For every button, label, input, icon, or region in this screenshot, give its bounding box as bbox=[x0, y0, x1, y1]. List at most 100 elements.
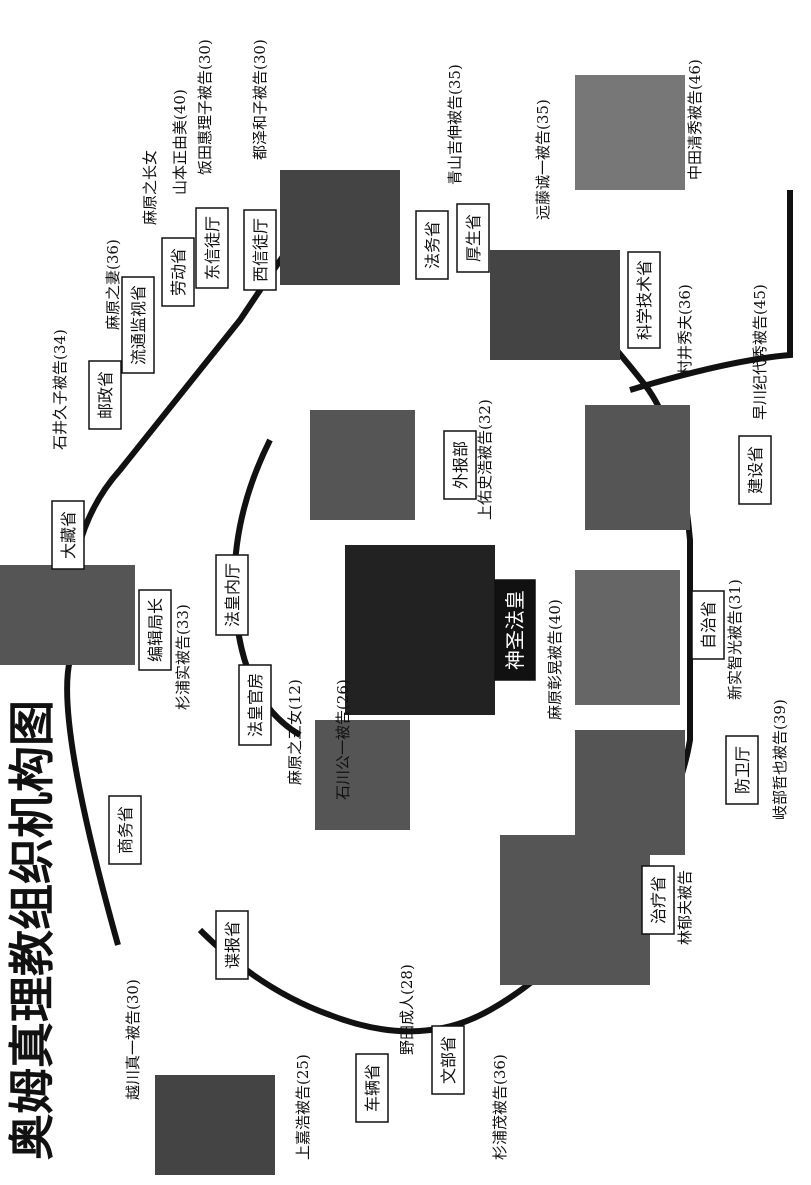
box-medical: 治疗省 bbox=[641, 865, 675, 935]
caption-editor: 杉浦实被告(33) bbox=[174, 604, 192, 710]
box-construction: 建设省 bbox=[738, 435, 772, 505]
svg-text:石川公一被告(26): 石川公一被告(26) bbox=[334, 679, 352, 800]
svg-text:科学技术省: 科学技术省 bbox=[635, 260, 654, 340]
svg-text:自治省: 自治省 bbox=[699, 601, 718, 649]
box-commerce: 商务省 bbox=[108, 795, 142, 865]
caption-ishikawa: 石川公一被告(26) bbox=[334, 679, 352, 800]
portrait-photo-icon bbox=[310, 410, 415, 520]
svg-text:西信徒厅: 西信徒厅 bbox=[251, 218, 270, 282]
box-intel: 谍报省 bbox=[215, 910, 249, 980]
box-autonomy: 自治省 bbox=[691, 590, 725, 660]
svg-text:麻原之三女(12): 麻原之三女(12) bbox=[286, 679, 304, 785]
box-defense: 防卫厅 bbox=[725, 735, 759, 805]
box-east: 东信徒厅 bbox=[195, 207, 229, 289]
caption-niimi: 新实智光被告(31) bbox=[726, 579, 744, 700]
svg-text:饭田惠理子被告(30): 饭田惠理子被告(30) bbox=[196, 39, 214, 175]
svg-text:杉浦茂被告(36): 杉浦茂被告(36) bbox=[491, 1054, 509, 1160]
svg-text:麻原彰晃被告(40): 麻原彰晃被告(40) bbox=[546, 599, 564, 720]
svg-text:防卫厅: 防卫厅 bbox=[733, 746, 752, 794]
caption-yamamoto: 山本正由美(40) bbox=[171, 89, 189, 195]
svg-text:车辆省: 车辆省 bbox=[363, 1064, 382, 1112]
portrait-photo-icon bbox=[500, 835, 650, 985]
portrait-photo-icon bbox=[0, 565, 135, 665]
caption-iida: 饭田惠理子被告(30) bbox=[196, 39, 214, 175]
box-distribution: 流通监视省 bbox=[121, 276, 155, 374]
svg-text:谍报省: 谍报省 bbox=[223, 921, 242, 969]
portrait-photo-icon bbox=[155, 1075, 275, 1175]
page-title: 奥姆真理教组织机构图 bbox=[5, 700, 59, 1160]
svg-text:劳动省: 劳动省 bbox=[169, 248, 188, 296]
svg-text:法皇官房: 法皇官房 bbox=[246, 673, 265, 737]
box-vehicle: 车辆省 bbox=[355, 1053, 389, 1123]
caption-koshikawa: 越川真一被告(30) bbox=[124, 979, 142, 1100]
box-west: 西信徒厅 bbox=[243, 209, 277, 291]
caption-asahara-daughter-3: 麻原之三女(12) bbox=[286, 679, 304, 785]
box-leader: 神圣法皇 bbox=[494, 579, 536, 681]
svg-text:新实智光被告(31): 新实智光被告(31) bbox=[726, 579, 744, 700]
caption-hayashi: 林郁夫被告 bbox=[676, 870, 694, 945]
caption-kibe: 岐部哲也被告(39) bbox=[771, 699, 789, 820]
caption-asahara-wife: 麻原之妻(36) bbox=[104, 239, 122, 330]
svg-text:越川真一被告(30): 越川真一被告(30) bbox=[124, 979, 142, 1100]
svg-text:商务省: 商务省 bbox=[116, 806, 135, 854]
caption-murai: 村井秀夫(36) bbox=[676, 284, 694, 375]
caption-endo: 远藤诚一被告(35) bbox=[534, 99, 552, 220]
caption-aoyama: 青山吉伸被告(35) bbox=[446, 64, 464, 185]
caption-noda: 野田成人(28) bbox=[398, 964, 416, 1055]
box-culture: 文部省 bbox=[431, 1025, 465, 1095]
svg-text:邮政省: 邮政省 bbox=[96, 371, 115, 419]
box-science: 科学技术省 bbox=[627, 251, 661, 349]
svg-text:东信徒厅: 东信徒厅 bbox=[203, 216, 222, 280]
svg-text:麻原之长女: 麻原之长女 bbox=[141, 150, 159, 225]
portrait-photo-icon bbox=[585, 405, 690, 530]
portrait-photo-icon bbox=[575, 730, 685, 855]
caption-tozawa: 都泽和子被告(30) bbox=[251, 39, 269, 160]
box-health: 厚生省 bbox=[456, 203, 490, 273]
caption-hayakawa: 早川纪代秀被告(45) bbox=[751, 284, 769, 420]
caption-ishii: 石井久子被告(34) bbox=[51, 329, 69, 450]
svg-text:远藤诚一被告(35): 远藤诚一被告(35) bbox=[534, 99, 552, 220]
svg-text:神圣法皇: 神圣法皇 bbox=[503, 590, 527, 670]
svg-text:岐部哲也被告(39): 岐部哲也被告(39) bbox=[771, 699, 789, 820]
svg-text:建设省: 建设省 bbox=[746, 446, 765, 494]
svg-text:林郁夫被告: 林郁夫被告 bbox=[676, 870, 694, 945]
svg-text:村井秀夫(36): 村井秀夫(36) bbox=[676, 284, 694, 375]
box-treasury: 大藏省 bbox=[51, 500, 85, 570]
svg-text:上佑史浩被告(32): 上佑史浩被告(32) bbox=[476, 399, 494, 520]
chart-title: 奥姆真理教组织机构图 bbox=[5, 700, 59, 1160]
svg-text:外报部: 外报部 bbox=[451, 441, 470, 489]
svg-text:大藏省: 大藏省 bbox=[59, 511, 78, 559]
svg-text:早川纪代秀被告(45): 早川纪代秀被告(45) bbox=[751, 284, 769, 420]
caption-joyu: 上佑史浩被告(32) bbox=[476, 399, 494, 520]
box-post: 邮政省 bbox=[88, 360, 122, 430]
department-boxes: 谍报省 商务省 车辆省 文部省 编辑局长 大藏省 邮政省 bbox=[51, 203, 772, 1123]
portrait-photo-icon bbox=[315, 720, 410, 830]
svg-text:杉浦实被告(33): 杉浦实被告(33) bbox=[174, 604, 192, 710]
caption-uegai: 上嘉浩被告(25) bbox=[294, 1054, 312, 1160]
portrait-photo-icon bbox=[280, 170, 400, 285]
box-inner: 法皇内厅 bbox=[215, 554, 249, 636]
portrait-photo-icon bbox=[575, 570, 680, 705]
svg-text:厚生省: 厚生省 bbox=[464, 214, 483, 262]
portrait-group bbox=[0, 75, 690, 1175]
svg-text:法务省: 法务省 bbox=[423, 221, 442, 269]
caption-asahara-daughter-a: 麻原之长女 bbox=[141, 150, 159, 225]
box-office: 法皇官房 bbox=[238, 664, 272, 746]
svg-text:山本正由美(40): 山本正由美(40) bbox=[171, 89, 189, 195]
box-editor: 编辑局长 bbox=[138, 589, 172, 671]
svg-text:上嘉浩被告(25): 上嘉浩被告(25) bbox=[294, 1054, 312, 1160]
svg-text:麻原之妻(36): 麻原之妻(36) bbox=[104, 239, 122, 330]
svg-text:青山吉伸被告(35): 青山吉伸被告(35) bbox=[446, 64, 464, 185]
svg-text:法皇内厅: 法皇内厅 bbox=[223, 563, 242, 627]
caption-nakata: 中田清秀被告(46) bbox=[686, 59, 704, 180]
svg-text:编辑局长: 编辑局长 bbox=[146, 598, 165, 662]
svg-text:治疗省: 治疗省 bbox=[649, 876, 668, 924]
svg-text:流通监视省: 流通监视省 bbox=[129, 285, 148, 365]
portrait-photo-icon bbox=[345, 545, 495, 715]
caption-sugiura-shigeru: 杉浦茂被告(36) bbox=[491, 1054, 509, 1160]
svg-text:野田成人(28): 野田成人(28) bbox=[398, 964, 416, 1055]
svg-text:石井久子被告(34): 石井久子被告(34) bbox=[51, 329, 69, 450]
caption-leader: 麻原彰晃被告(40) bbox=[546, 599, 564, 720]
name-captions: 越川真一被告(30) 上嘉浩被告(25) 野田成人(28) 杉浦茂被告(36) … bbox=[51, 39, 789, 1160]
